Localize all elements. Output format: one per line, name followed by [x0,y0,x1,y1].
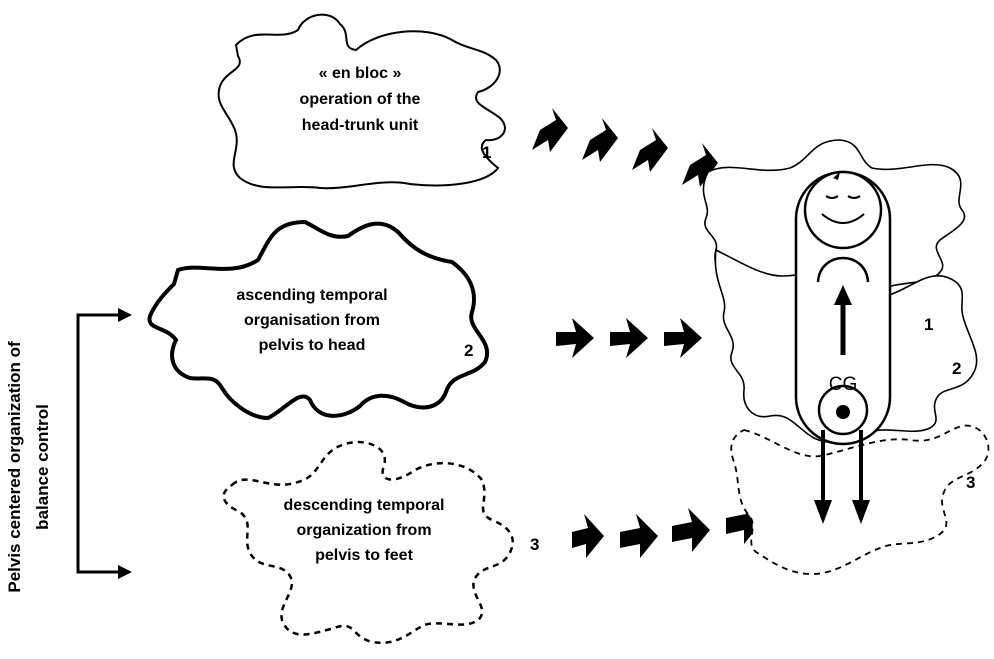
arrow-3b [620,514,658,558]
cg-label: CG [829,374,858,395]
figure-body [794,170,892,446]
arrow-row-3 [572,500,762,558]
down-arrows [814,430,870,524]
piece-3-line-1: descending temporal [284,497,445,514]
figure-number-1: 1 [924,315,933,334]
arrow-2a [556,318,594,358]
side-label-line1: Pelvis centered organization of [5,341,24,593]
piece-3-line-2: organization from [296,522,431,539]
piece-2-line-3: pelvis to head [259,337,366,354]
piece-2-line-2: organisation from [244,312,380,329]
arrow-2c [664,318,702,358]
arrow-1a [532,108,568,152]
arrow-row-2 [556,318,702,358]
puzzle-piece-1 [217,13,506,190]
figure-number-3: 3 [966,473,975,492]
piece-2-line-1: ascending temporal [236,287,387,304]
arrow-1b [582,118,618,162]
arrow-row-1 [532,108,718,187]
arrow-1c [632,128,668,172]
side-label-line2: balance control [33,404,52,530]
arrow-1d [682,143,718,187]
piece-1-line-3: head-trunk unit [302,117,419,134]
figure-number-2: 2 [952,359,961,378]
piece-3-line-3: pelvis to feet [315,547,413,564]
arrow-3a [572,514,604,558]
piece-1-line-2: operation of the [300,91,421,108]
piece-1-number: 1 [482,143,491,162]
piece-3-number: 3 [530,535,539,554]
arrow-3c [672,508,710,552]
puzzle-piece-3 [222,440,514,645]
puzzle-piece-2 [147,219,489,421]
side-bracket [76,308,132,579]
piece-1-line-1: « en bloc » [319,65,402,82]
piece-2-number: 2 [464,341,473,360]
arrow-2b [610,318,648,358]
